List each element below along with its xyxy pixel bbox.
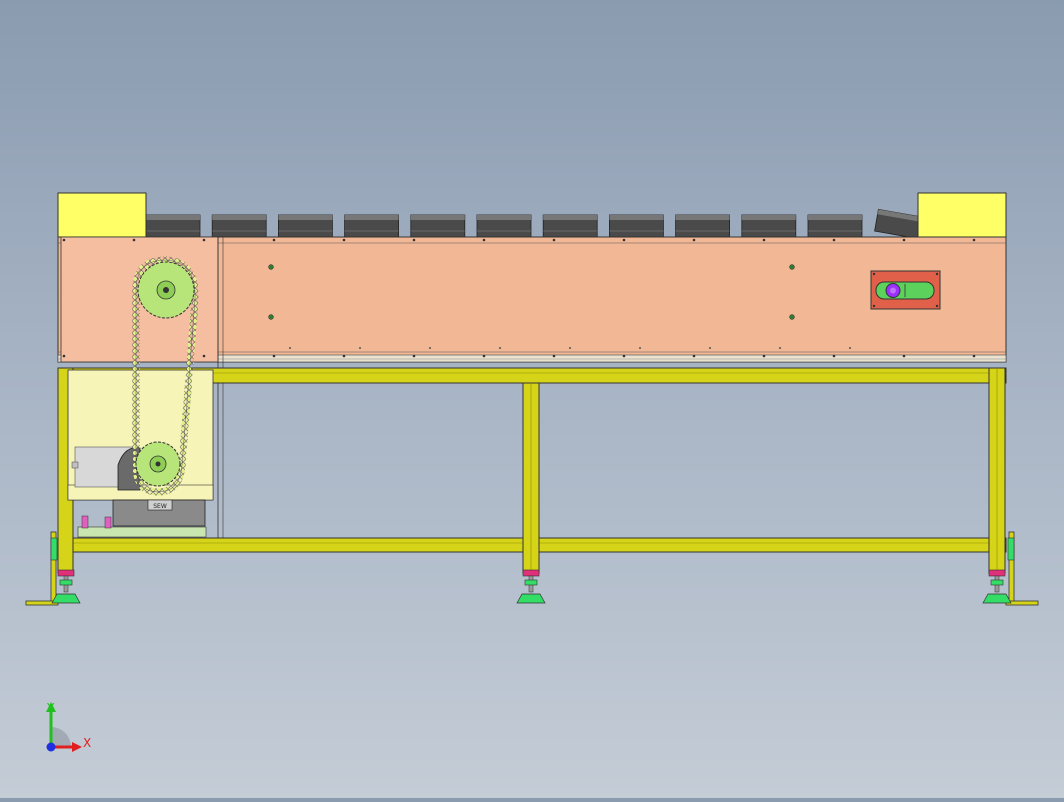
y-axis-label: Y xyxy=(46,701,55,715)
rivet xyxy=(622,354,626,358)
rivet xyxy=(289,347,291,349)
x-axis-label: X xyxy=(83,736,91,750)
rivet xyxy=(359,347,361,349)
roller xyxy=(277,214,333,238)
rivet xyxy=(499,347,501,349)
rivet xyxy=(779,347,781,349)
rivet xyxy=(132,238,136,242)
support-frame xyxy=(57,367,1007,574)
rivet xyxy=(569,347,571,349)
rivet xyxy=(202,354,206,358)
roller xyxy=(410,214,466,238)
motor-sprocket xyxy=(135,441,181,487)
left-end-block xyxy=(57,192,147,238)
coordinate-triad: Y X xyxy=(46,701,91,752)
roller xyxy=(741,214,797,238)
leveling-feet xyxy=(51,569,1012,604)
rivet xyxy=(342,238,346,242)
drive-sprocket xyxy=(137,261,195,319)
bolt xyxy=(789,264,795,270)
rivet xyxy=(972,354,976,358)
bolt xyxy=(789,314,795,320)
rivet xyxy=(832,238,836,242)
rivet xyxy=(272,238,276,242)
rivet xyxy=(832,354,836,358)
right-floor-bracket xyxy=(1005,531,1039,606)
rivet xyxy=(622,238,626,242)
rivet xyxy=(412,354,416,358)
rivet xyxy=(692,354,696,358)
leveling-foot xyxy=(982,569,1012,604)
tilted-roller xyxy=(874,208,923,240)
roller xyxy=(609,214,664,238)
roller xyxy=(344,214,400,238)
level-indicator xyxy=(870,270,941,310)
rivet xyxy=(62,238,66,242)
rivet xyxy=(902,354,906,358)
rivet xyxy=(902,238,906,242)
roller xyxy=(807,214,863,238)
rivet xyxy=(972,238,976,242)
rivet xyxy=(482,238,486,242)
left-floor-bracket xyxy=(25,531,59,606)
rivet xyxy=(272,354,276,358)
rivet xyxy=(552,238,556,242)
right-end-block xyxy=(917,192,1007,238)
rivet xyxy=(849,347,851,349)
roller xyxy=(476,214,532,238)
roller xyxy=(145,214,201,238)
roller-row xyxy=(145,214,863,238)
leveling-foot xyxy=(51,569,81,604)
bolt xyxy=(268,264,274,270)
bolt xyxy=(268,314,274,320)
panel-fasteners xyxy=(62,238,976,358)
rivet xyxy=(62,354,66,358)
rivet xyxy=(429,347,431,349)
rivet xyxy=(692,238,696,242)
roller xyxy=(211,214,267,238)
rivet xyxy=(762,354,766,358)
roller xyxy=(675,214,730,238)
rivet xyxy=(552,354,556,358)
rivet xyxy=(709,347,711,349)
rivet xyxy=(762,238,766,242)
rivet xyxy=(412,238,416,242)
rivet xyxy=(342,354,346,358)
rivet xyxy=(639,347,641,349)
leveling-foot xyxy=(516,569,546,604)
motor-plate-label: SEW xyxy=(153,503,167,510)
rivet xyxy=(202,238,206,242)
chain-drive xyxy=(132,256,199,496)
roller xyxy=(542,214,598,238)
rivet xyxy=(482,354,486,358)
